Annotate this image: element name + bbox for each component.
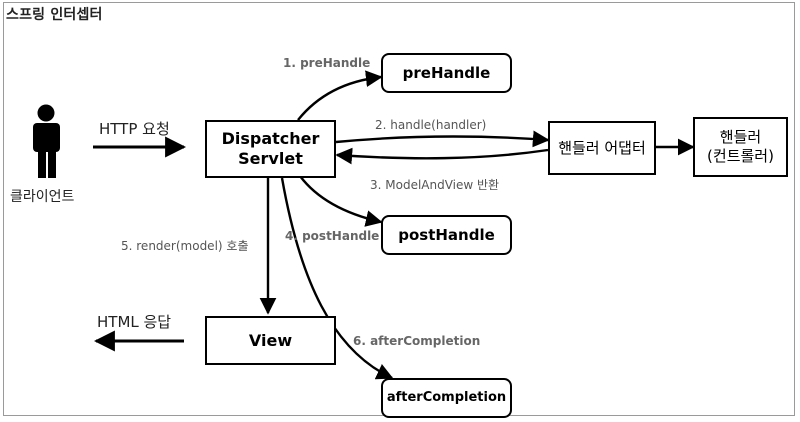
posthandle-arrow xyxy=(299,175,383,227)
aftercompletion-arrow xyxy=(280,177,394,380)
prehandle-label: preHandle xyxy=(402,63,491,82)
prehandle-arrow xyxy=(297,70,383,121)
step3-label: 3. ModelAndView 반환 xyxy=(370,178,500,192)
dispatcher-servlet-line1: Dispatcher xyxy=(221,129,320,148)
step6-label: 6. afterCompletion xyxy=(353,334,481,348)
step1-label: 1. preHandle xyxy=(283,56,371,70)
dispatcher-servlet-box: Dispatcher Servlet xyxy=(205,120,336,178)
view-label: View xyxy=(248,330,293,350)
handler-line1: 핸들러 xyxy=(719,128,762,147)
client-label: 클라이언트 xyxy=(10,189,75,205)
handle-arrow xyxy=(335,130,550,148)
aftercompletion-label: afterCompletion xyxy=(386,389,507,405)
step5-label: 5. render(model) 호출 xyxy=(121,239,249,253)
step4-label: 4. postHandle xyxy=(285,229,380,243)
prehandle-box: preHandle xyxy=(381,53,512,93)
frame-title: 스프링 인터셉터 xyxy=(6,7,103,23)
handler-adapter-box: 핸들러 어댑터 xyxy=(548,121,656,175)
step2-label: 2. handle(handler) xyxy=(375,118,487,132)
posthandle-label: postHandle xyxy=(398,225,495,244)
posthandle-box: postHandle xyxy=(381,215,512,255)
view-box: View xyxy=(205,316,336,365)
html-response-label: HTML 응답 xyxy=(97,313,172,331)
handler-adapter-label: 핸들러 어댑터 xyxy=(558,138,646,157)
client-person-icon xyxy=(33,104,60,178)
handler-box: 핸들러 (컨트롤러) xyxy=(693,117,788,177)
http-request-label: HTTP 요청 xyxy=(99,120,170,138)
dispatcher-servlet-line2: Servlet xyxy=(238,149,303,168)
aftercompletion-box: afterCompletion xyxy=(381,378,512,418)
modelandview-arrow xyxy=(335,147,549,165)
handler-line2: (컨트롤러) xyxy=(707,147,774,165)
